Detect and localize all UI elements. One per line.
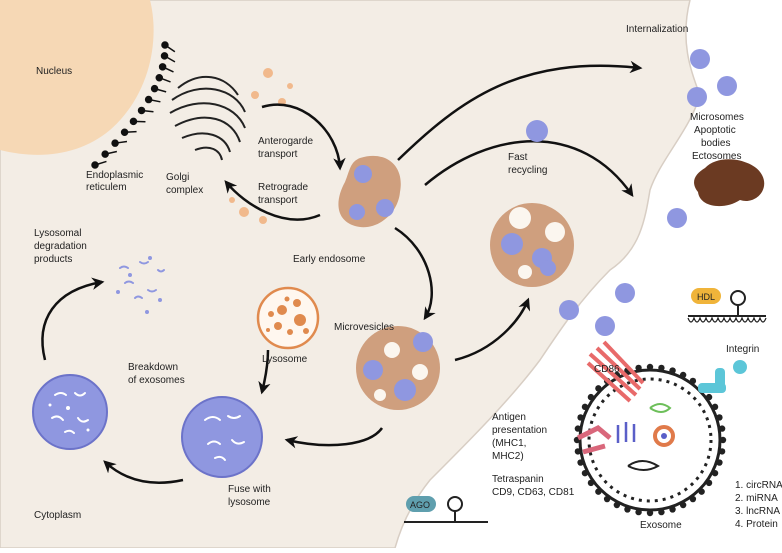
label-antigen-3: (MHC1, [492,438,526,449]
label-lyso-deg-1: Lysosomal [34,228,81,239]
label-ago: AGO [410,500,430,510]
label-ectosomes: Ectosomes [692,151,741,162]
label-cargo-4: 4. Protein [735,519,778,530]
label-antero-2: transport [258,149,298,160]
label-bodies: bodies [701,138,730,149]
label-cargo-3: 3. lncRNA [735,506,780,517]
label-fuse-1: Fuse with [228,484,271,495]
label-tetra-1: Tetraspanin [492,474,544,485]
label-internalization: Internalization [626,24,688,35]
label-golgi-2: complex [166,185,203,196]
label-cargo-2: 2. miRNA [735,493,778,504]
label-lysosome: Lysosome [262,354,308,365]
label-exosome: Exosome [640,520,682,531]
label-tetra-2: CD9, CD63, CD81 [492,487,575,498]
label-er-2: reticulem [86,182,127,193]
label-apoptotic: Apoptotic [694,125,736,136]
integrin-icon [698,360,747,393]
label-breakdown-2: of exosomes [128,375,185,386]
label-golgi-1: Golgi [166,172,189,183]
label-early-endosome: Early endosome [293,254,366,265]
label-antigen-2: presentation [492,425,547,436]
label-fast-2: recycling [508,165,547,176]
label-breakdown-1: Breakdown [128,362,178,373]
label-retro-1: Retrograde [258,182,308,193]
label-nucleus: Nucleus [36,66,72,77]
label-cytoplasm: Cytoplasm [34,510,81,521]
label-antero-1: Anterogarde [258,136,313,147]
label-fast-1: Fast [508,152,528,163]
label-cd86: CD86 [594,364,620,375]
label-hdl: HDL [697,292,715,302]
label-fuse-2: lysosome [228,497,271,508]
label-integrin: Integrin [726,344,759,355]
label-lyso-deg-3: products [34,254,72,265]
label-antigen-1: Antigen [492,412,526,423]
fused-lysosome [182,397,262,477]
exosome-breakdown [33,375,107,449]
label-microvesicles: Microvesicles [334,322,394,333]
label-microsomes: Microsomes [690,112,744,123]
label-lyso-deg-2: degradation [34,241,87,252]
label-antigen-4: MHC2) [492,451,524,462]
label-retro-2: transport [258,195,298,206]
label-er-1: Endoplasmic [86,170,143,181]
label-cargo-1: 1. circRNAs [735,480,782,491]
apoptotic-body [694,159,764,206]
